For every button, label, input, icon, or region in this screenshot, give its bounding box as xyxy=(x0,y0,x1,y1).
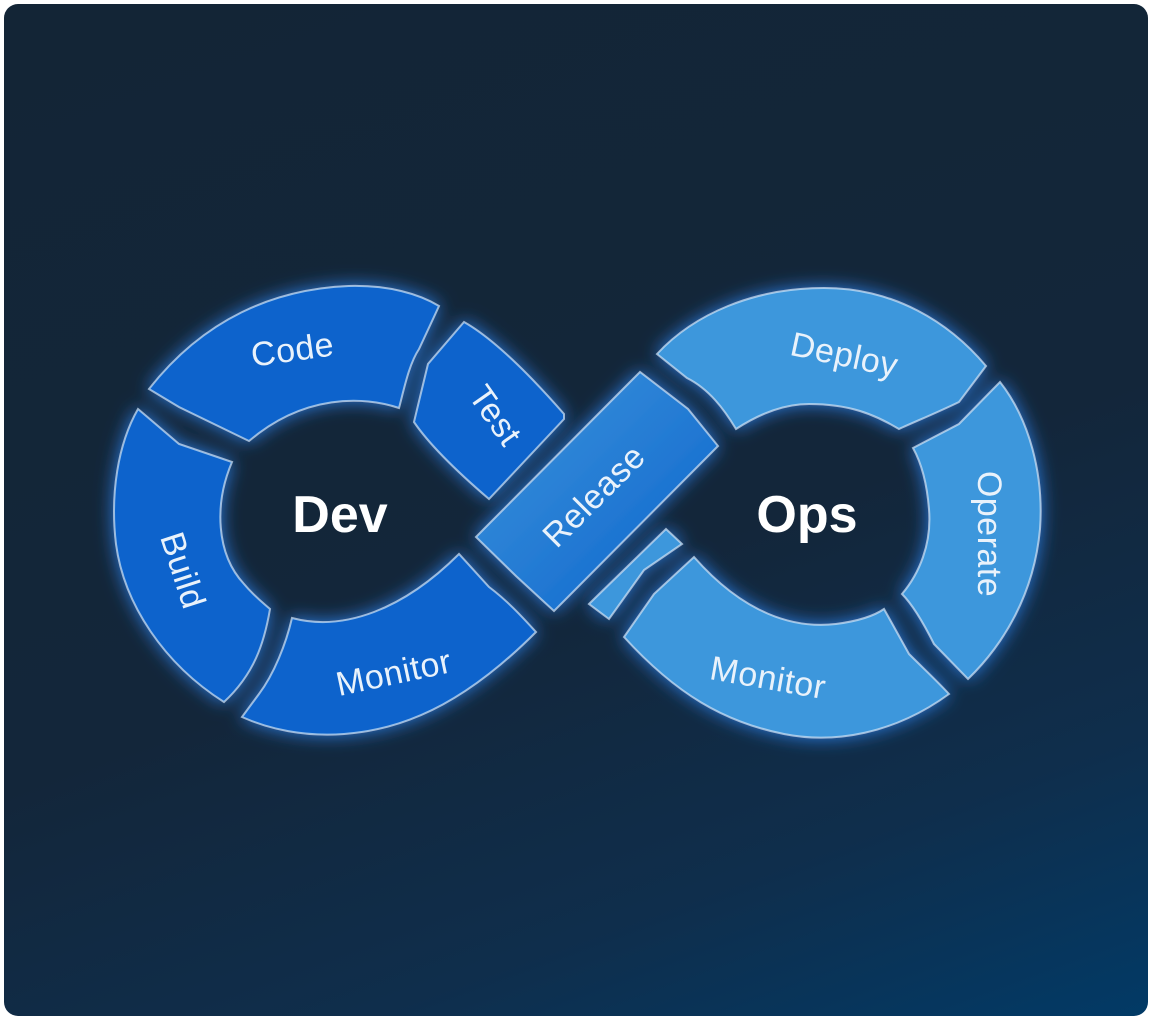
ops-monitor-segment xyxy=(622,555,951,739)
operate-segment xyxy=(900,380,1042,681)
dev-monitor-segment xyxy=(240,552,538,736)
deploy-segment xyxy=(655,286,988,431)
ops-connector-piece xyxy=(587,527,684,621)
operate-label: Operate xyxy=(970,471,1008,597)
test-segment xyxy=(412,320,565,501)
devops-infinity-diagram: Code Test Build Monitor Release Deploy O… xyxy=(113,284,1042,739)
release-bridge xyxy=(474,370,720,613)
build-segment xyxy=(113,407,272,704)
ops-hub-label: Ops xyxy=(756,486,857,544)
devops-infinity-card: Code Test Build Monitor Release Deploy O… xyxy=(4,4,1148,1016)
ops-loop xyxy=(587,286,1042,739)
dev-hub-label: Dev xyxy=(292,486,387,544)
code-segment xyxy=(147,284,441,443)
release-segment xyxy=(474,370,720,613)
dev-loop xyxy=(113,284,565,736)
